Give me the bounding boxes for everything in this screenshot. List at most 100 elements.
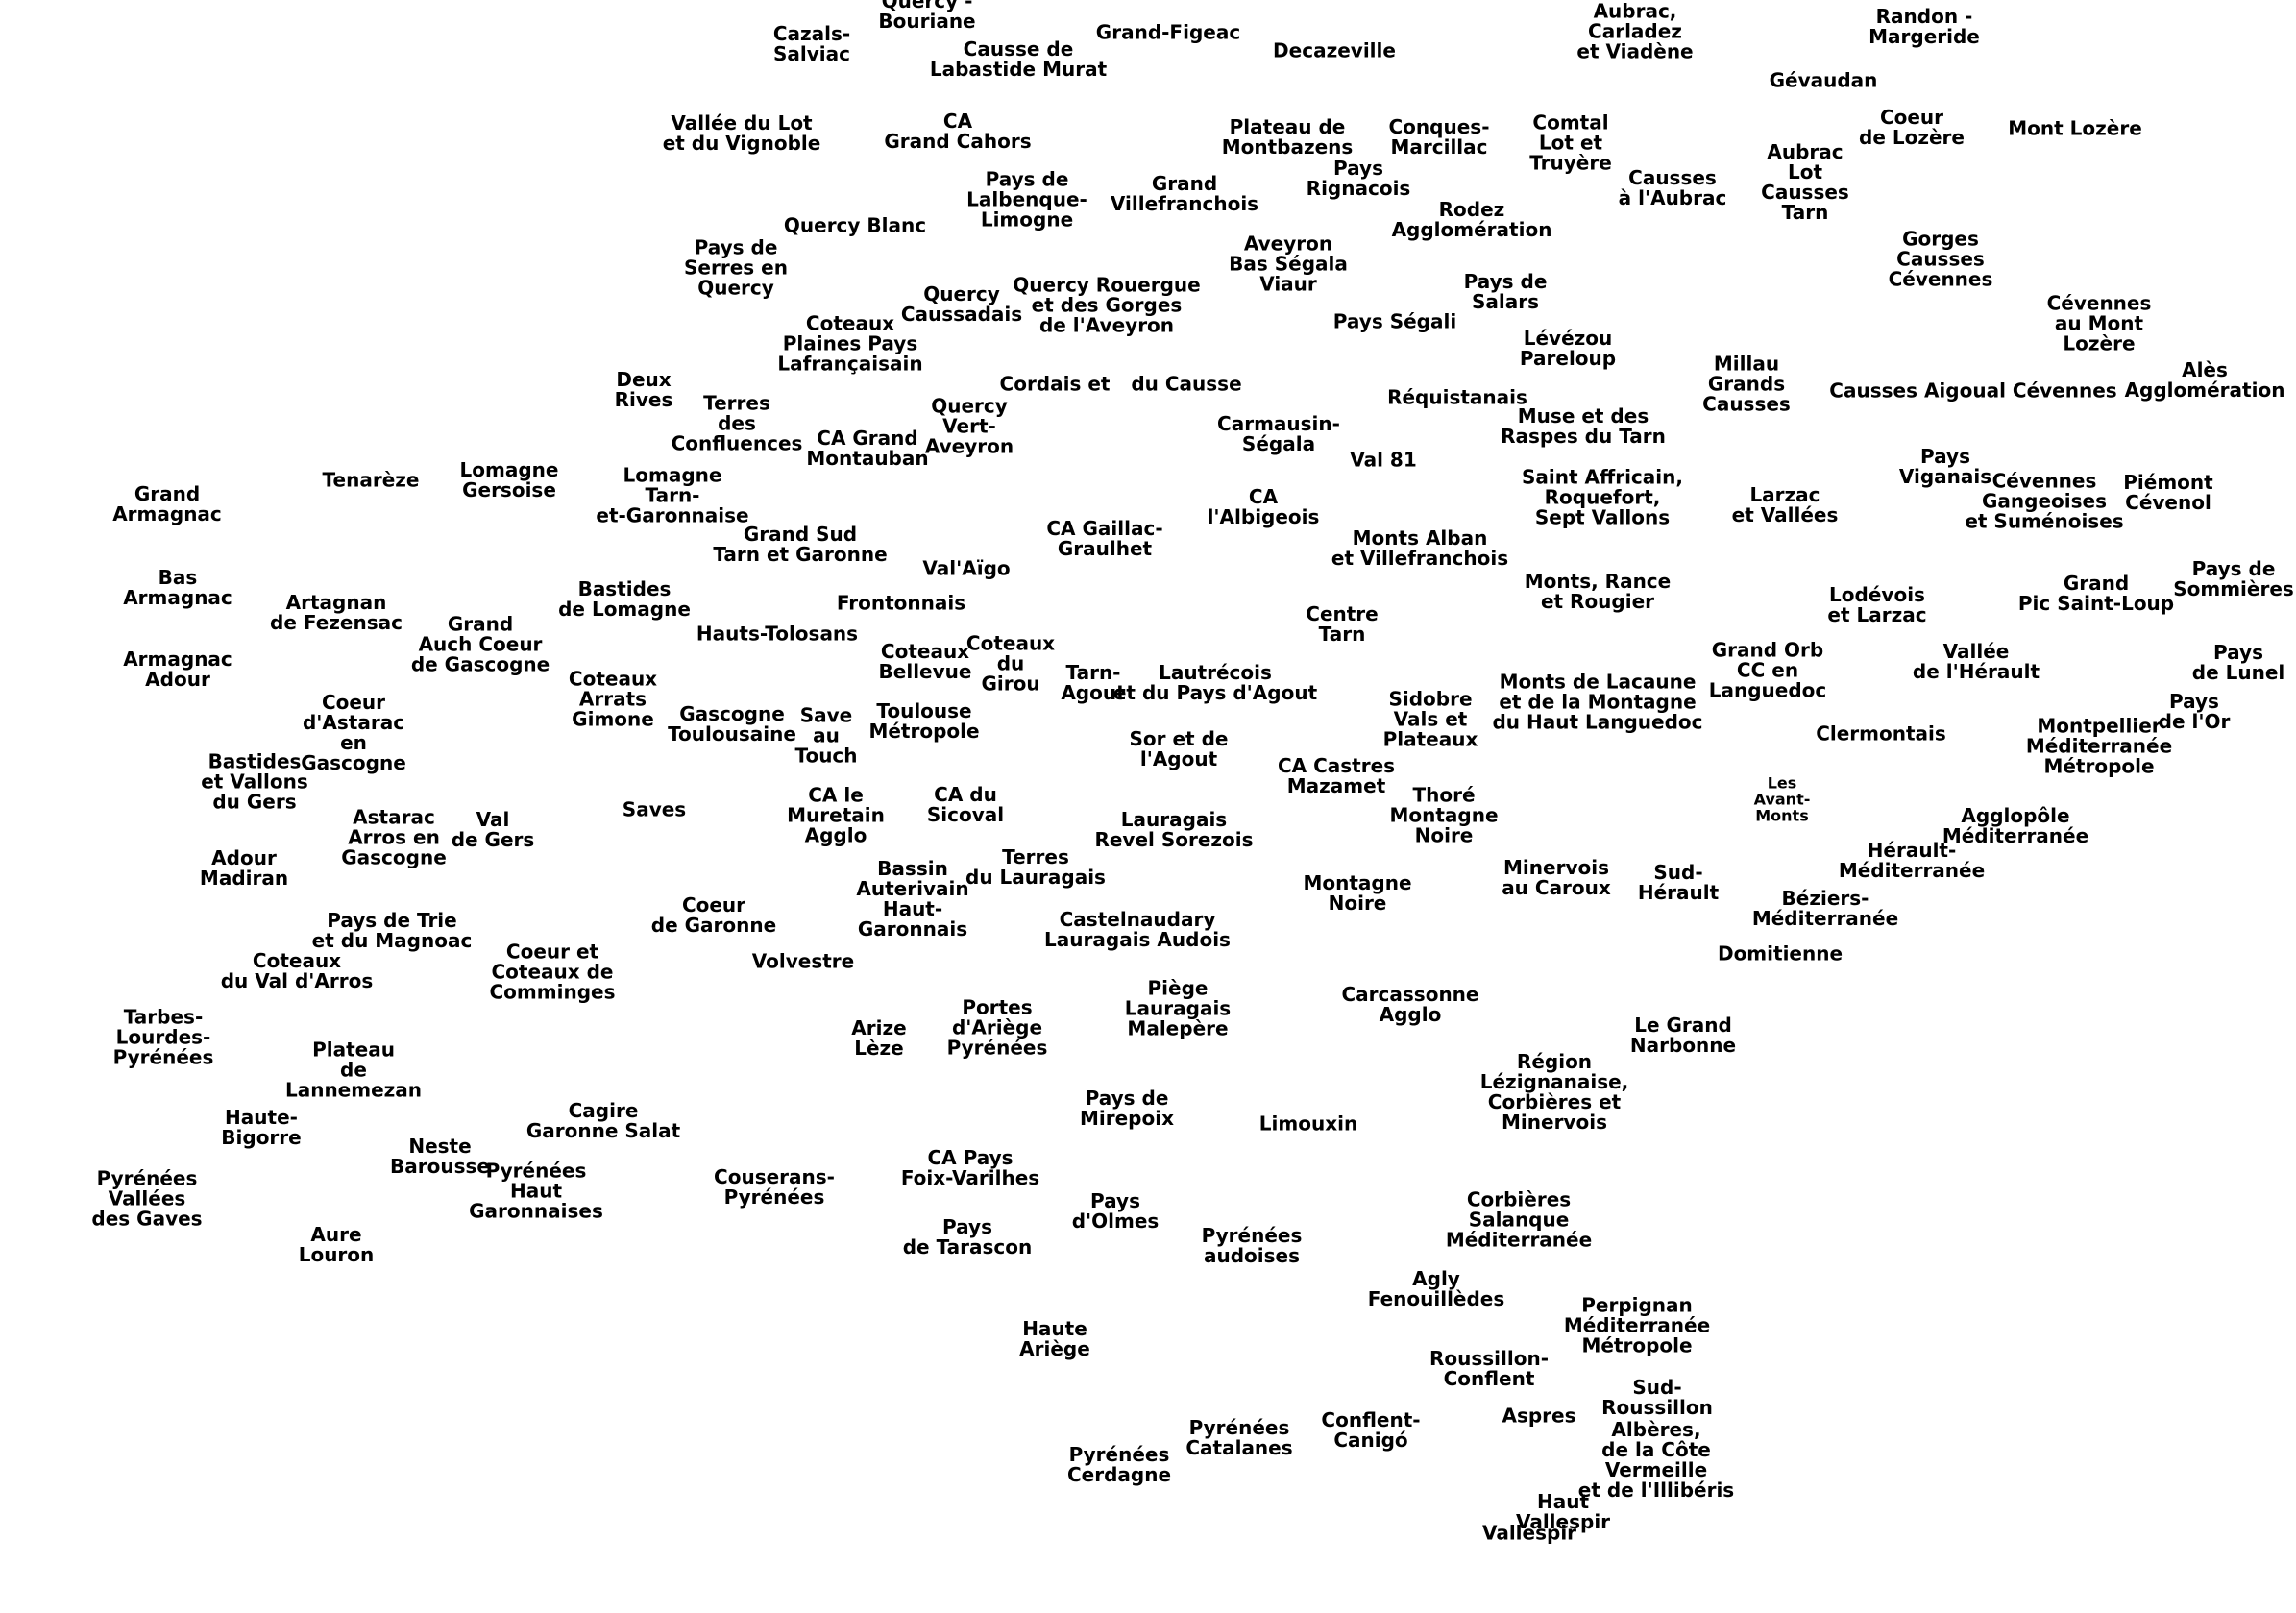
territory-label-portes-d-ariege-pyrenees: Portes d'Ariège Pyrénées — [946, 995, 1048, 1060]
territory-label-cazals-salviac: Cazals- Salviac — [772, 22, 851, 65]
territory-label-cagire-garonne-salat: Cagire Garonne Salat — [525, 1099, 681, 1142]
territory-label-pyrenees-haut-garonnaises: Pyrénées Haut Garonnaises — [469, 1159, 603, 1223]
territory-label-quercy-rouergue-et-des-gorges-de-l-aveyron: Quercy Rouergue et des Gorges de l'Aveyr… — [1013, 273, 1201, 337]
territory-label-grand-figeac: Grand-Figeac — [1095, 20, 1241, 44]
territory-label-saves: Saves — [622, 797, 687, 821]
territory-label-tarbes-lourdes-pyrenees: Tarbes- Lourdes- Pyrénées — [112, 1005, 214, 1069]
territory-label-monts-de-lacaune-et-de-la-montagne-du-haut-languedoc: Monts de Lacaune et de la Montagne du Ha… — [1492, 670, 1703, 734]
territory-label-plateau-de-lannemezan: Plateau de Lannemezan — [284, 1038, 423, 1102]
territory-label-muse-et-des-raspes-du-tarn: Muse et des Raspes du Tarn — [1501, 404, 1666, 448]
territory-label-pays-de-mirepoix: Pays de Mirepoix — [1080, 1087, 1174, 1130]
territory-label-grand-armagnac: Grand Armagnac — [112, 482, 222, 525]
territory-label-grand-pic-saint-loup: Grand Pic Saint-Loup — [2017, 572, 2175, 615]
territory-label-causse-de-labastide-murat: Causse de Labastide Murat — [929, 37, 1108, 81]
territory-label-coteaux-du-val-d-arros: Coteaux du Val d'Arros — [220, 949, 374, 992]
territory-label-frontonnais: Frontonnais — [836, 591, 966, 615]
territory-label-pyrenees-vallees-des-gaves: Pyrénées Vallées des Gaves — [91, 1166, 203, 1231]
territory-label-randon-margeride: Randon - Margeride — [1869, 5, 1980, 48]
territory-label-thore-montagne-noire: Thoré Montagne Noire — [1389, 783, 1499, 847]
territory-label-astarac-arros-en-gascogne: Astarac Arros en Gascogne — [341, 805, 447, 869]
territory-label-ca-grand-cahors: CA Grand Cahors — [884, 110, 1032, 153]
territory-label-conflent-canigo: Conflent- Canigó — [1321, 1408, 1421, 1452]
territory-label-bas-armagnac: Bas Armagnac — [123, 566, 232, 609]
territory-label-grand-auch-coeur-de-gascogne: Grand Auch Coeur de Gascogne — [410, 612, 550, 676]
territory-label-ca-l-albigeois: CA l'Albigeois — [1207, 485, 1320, 528]
territory-label-ales-agglomeration: Alès Agglomération — [2124, 358, 2285, 402]
territory-label-aubrac-carladez-et-viadene: Aubrac, Carladez et Viadène — [1576, 0, 1694, 63]
territory-label-sor-et-de-l-agout: Sor et de l'Agout — [1129, 727, 1229, 770]
territory-label-alberes-de-la-cote-vermeille-et-de-l-illiberis: Albères, de la Côte Vermeille et de l'Il… — [1577, 1418, 1735, 1502]
territory-label-lodevois-et-larzac: Lodévois et Larzac — [1827, 583, 1927, 626]
territory-label-hauts-tolosans: Hauts-Tolosans — [696, 622, 859, 646]
territory-label-grand-orb-cc-en-languedoc: Grand Orb CC en Languedoc — [1708, 638, 1827, 702]
territory-label-larzac-et-vallees: Larzac et Vallées — [1731, 483, 1839, 526]
territory-label-vallee-du-lot-et-du-vignoble: Vallée du Lot et du Vignoble — [662, 111, 821, 155]
territory-label-haut-vallespir: Haut Vallespir — [1515, 1490, 1611, 1533]
territory-label-terres-des-confluences: Terres des Confluences — [671, 391, 803, 455]
territory-label-neste-barousse: Neste Barousse — [390, 1135, 490, 1178]
territory-label-lautrecois-et-du-pays-d-agout: Lautrécois et du Pays d'Agout — [1112, 661, 1318, 704]
territory-label-arize-leze: Arize Lèze — [851, 1016, 907, 1060]
territory-label-grand-sud-tarn-et-garonne: Grand Sud Tarn et Garonne — [713, 523, 888, 566]
territory-label-bastides-et-vallons-du-gers: Bastides et Vallons du Gers — [201, 749, 308, 814]
territory-label-cordais-et: Cordais et — [999, 372, 1111, 396]
territory-label-gascogne-toulousaine: Gascogne Toulousaine — [668, 702, 796, 745]
territory-label-piemont-cevenol: Piémont Cévenol — [2123, 471, 2213, 514]
territory-label-sidobre-vals-et-plateaux: Sidobre Vals et Plateaux — [1382, 687, 1478, 751]
territory-label-haute-ariege: Haute Ariège — [1019, 1317, 1090, 1360]
territory-label-sud-herault: Sud- Hérault — [1637, 861, 1720, 904]
territory-label-pays-de-l-or: Pays de l'Or — [2158, 690, 2231, 733]
territory-label-quercy-caussadais: Quercy Caussadais — [900, 282, 1023, 326]
territory-label-bastides-de-lomagne: Bastides de Lomagne — [558, 577, 691, 621]
territory-label-vallee-de-l-herault: Vallée de l'Hérault — [1912, 640, 2040, 683]
territory-label-mont-lozere: Mont Lozère — [2008, 116, 2142, 140]
territory-label-montagne-noire: Montagne Noire — [1303, 871, 1412, 915]
territory-label-quercy-blanc: Quercy Blanc — [783, 213, 927, 237]
territory-label-pays-de-serres-en-quercy: Pays de Serres en Quercy — [684, 235, 788, 300]
territory-label-coteaux-plaines-pays-lafrancaisain: Coteaux Plaines Pays Lafrançaisain — [777, 311, 923, 376]
territory-label-val-aigo: Val'Aïgo — [922, 556, 1011, 580]
territory-label-montpellier-mediterranee-metropole: Montpellier Méditerranée Métropole — [2025, 714, 2173, 778]
territory-label-pays-de-trie-et-du-magnoac: Pays de Trie et du Magnoac — [311, 909, 473, 952]
territory-label-causses-a-l-aubrac: Causses à l'Aubrac — [1618, 166, 1727, 209]
territory-label-coteaux-du-girou: Coteaux du Girou — [965, 631, 1056, 696]
territory-label-minervois-au-caroux: Minervois au Caroux — [1502, 856, 1611, 899]
territory-label-aure-louron: Aure Louron — [298, 1223, 375, 1266]
territory-label-save-au-touch: Save au Touch — [794, 703, 858, 768]
territory-label-ca-du-sicoval: CA du Sicoval — [926, 783, 1005, 826]
territory-label-levezou-pareloup: Lévézou Pareloup — [1519, 327, 1617, 370]
territory-label-toulouse-metropole: Toulouse Métropole — [868, 699, 980, 743]
territory-label-pays-de-tarascon: Pays de Tarascon — [902, 1215, 1033, 1259]
territory-label-castelnaudary-lauragais-audois: Castelnaudary Lauragais Audois — [1044, 908, 1231, 951]
territory-label-coteaux-bellevue: Coteaux Bellevue — [878, 640, 972, 683]
territory-label-pyrenees-cerdagne: Pyrénées Cerdagne — [1066, 1443, 1172, 1486]
territory-label-causses-aigoual-cevennes: Causses Aigoual Cévennes — [1829, 379, 2117, 403]
territory-label-grand-villefranchois: Grand Villefranchois — [1110, 172, 1259, 215]
territory-label-rodez-agglomeration: Rodez Agglomération — [1391, 198, 1552, 241]
territory-label-lomagne-gersoise: Lomagne Gersoise — [459, 458, 559, 501]
territory-label-ca-pays-foix-varilhes: CA Pays Foix-Varilhes — [900, 1146, 1040, 1189]
territory-label-saint-affricain-roquefort-sept-vallons: Saint Affricain, Roquefort, Sept Vallons — [1522, 465, 1683, 529]
territory-label-vallespir: Vallespir — [1481, 1521, 1577, 1545]
territory-label-coeur-de-garonne: Coeur de Garonne — [650, 893, 777, 937]
territory-label-val-de-gers: Val de Gers — [451, 808, 535, 851]
territory-label-roussillon-conflent: Roussillon- Conflent — [1429, 1347, 1550, 1390]
territory-label-requistanais: Réquistanais — [1387, 385, 1527, 409]
territory-label-haute-bigorre: Haute- Bigorre — [221, 1106, 302, 1149]
territory-label-pays-de-salars: Pays de Salars — [1463, 270, 1548, 313]
territory-label-adour-madiran: Adour Madiran — [199, 846, 289, 890]
territory-label-comtal-lot-et-truyere: Comtal Lot et Truyère — [1529, 110, 1612, 175]
territory-label-tenareze: Tenarèze — [322, 468, 420, 492]
territory-label-quercy-vert-aveyron: Quercy Vert- Aveyron — [924, 394, 1014, 458]
territory-label-plateau-de-montbazens: Plateau de Montbazens — [1221, 115, 1354, 159]
territory-label-herault-mediterranee: Hérault- Méditerranée — [1838, 839, 1986, 882]
territory-label-artagnan-de-fezensac: Artagnan de Fezensac — [270, 591, 403, 634]
territory-label-coteaux-arrats-gimone: Coteaux Arrats Gimone — [568, 667, 658, 731]
territory-label-bassin-auterivain-haut-garonnais: Bassin Auterivain Haut- Garonnais — [856, 857, 969, 941]
territory-label-tarn-agout: Tarn- Agout — [1061, 661, 1126, 704]
territory-label-pyrenees-audoises: Pyrénées audoises — [1201, 1224, 1303, 1267]
territory-label-cevennes-au-mont-lozere: Cévennes au Mont Lozère — [2046, 291, 2152, 355]
territory-label-monts-rance-et-rougier: Monts, Rance et Rougier — [1524, 570, 1672, 613]
territory-label-quercy-bouriane: Quercy - Bouriane — [878, 0, 976, 33]
